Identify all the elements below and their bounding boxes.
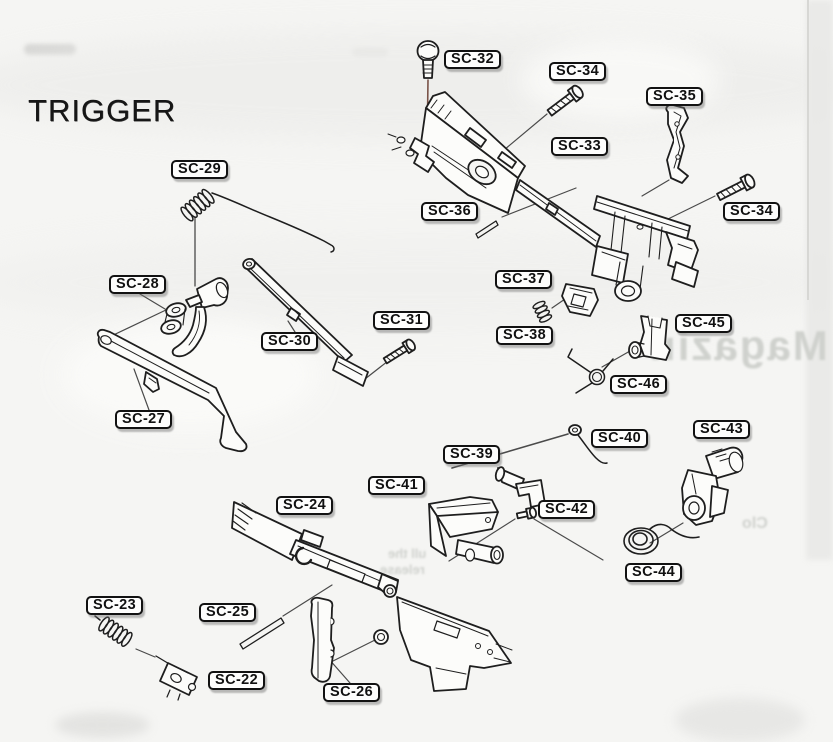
part-label-sc-33: SC-33	[551, 137, 609, 156]
part-drawing-sc-23	[94, 615, 133, 647]
part-label-sc-44: SC-44	[625, 563, 683, 582]
part-label-sc-25: SC-25	[199, 603, 257, 622]
part-label-sc-34-right: SC-34	[723, 202, 781, 221]
part-label-sc-41: SC-41	[368, 476, 426, 495]
part-label-sc-23: SC-23	[86, 596, 144, 615]
part-label-sc-28: SC-28	[109, 275, 167, 294]
part-label-sc-46: SC-46	[610, 375, 668, 394]
page-title: TRIGGER	[28, 93, 177, 128]
part-drawing-sc-41	[428, 496, 504, 565]
part-label-sc-36: SC-36	[421, 202, 479, 221]
part-label-sc-40: SC-40	[591, 429, 649, 448]
part-drawing-sc-31	[382, 338, 416, 365]
part-label-sc-27: SC-27	[115, 410, 173, 429]
part-label-sc-30: SC-30	[261, 332, 319, 351]
part-drawing-sc-27	[96, 328, 248, 453]
part-label-sc-29: SC-29	[171, 160, 229, 179]
part-label-sc-31: SC-31	[373, 311, 431, 330]
part-label-sc-22: SC-22	[208, 671, 266, 690]
part-drawing-sc-34-right	[716, 173, 756, 202]
part-drawing-sc-22	[155, 655, 198, 701]
part-label-sc-24: SC-24	[276, 496, 334, 515]
part-label-sc-32: SC-32	[444, 50, 502, 69]
part-drawing-sc-37	[561, 283, 599, 317]
part-drawing-sc-25	[239, 617, 285, 650]
part-drawing-sc-32	[416, 40, 440, 79]
part-label-sc-38: SC-38	[496, 326, 554, 345]
part-drawing-sc-30	[242, 257, 369, 387]
part-drawing-sc-39	[494, 466, 546, 508]
part-drawing-sc-38	[532, 300, 553, 323]
part-label-sc-34-top: SC-34	[549, 62, 607, 81]
part-drawing-sc-29	[180, 188, 335, 253]
part-label-sc-43: SC-43	[693, 420, 751, 439]
part-label-sc-26: SC-26	[323, 683, 381, 702]
part-drawing-sc-43	[681, 446, 744, 526]
part-drawing-sc-24	[231, 501, 399, 598]
part-drawing-sc-35	[665, 103, 689, 184]
part-drawing-sc-26	[310, 596, 513, 692]
part-label-sc-39: SC-39	[443, 445, 501, 464]
part-label-sc-37: SC-37	[495, 270, 553, 289]
part-label-sc-42: SC-42	[538, 500, 596, 519]
part-drawing-sc-46	[567, 348, 614, 394]
part-drawing-sc-44	[623, 523, 700, 555]
part-drawing-sc-34-top	[546, 84, 584, 117]
part-label-sc-45: SC-45	[675, 314, 733, 333]
part-drawing-sc-45	[628, 315, 671, 361]
part-drawing-sc-40	[568, 424, 608, 464]
part-drawing-sc-42	[515, 506, 537, 520]
part-drawing-sc-28	[160, 277, 229, 358]
part-label-sc-35: SC-35	[646, 87, 704, 106]
part-drawing-sc-36	[475, 220, 499, 239]
leader-lines	[104, 113, 716, 684]
part-drawing-sc-33	[387, 91, 699, 302]
